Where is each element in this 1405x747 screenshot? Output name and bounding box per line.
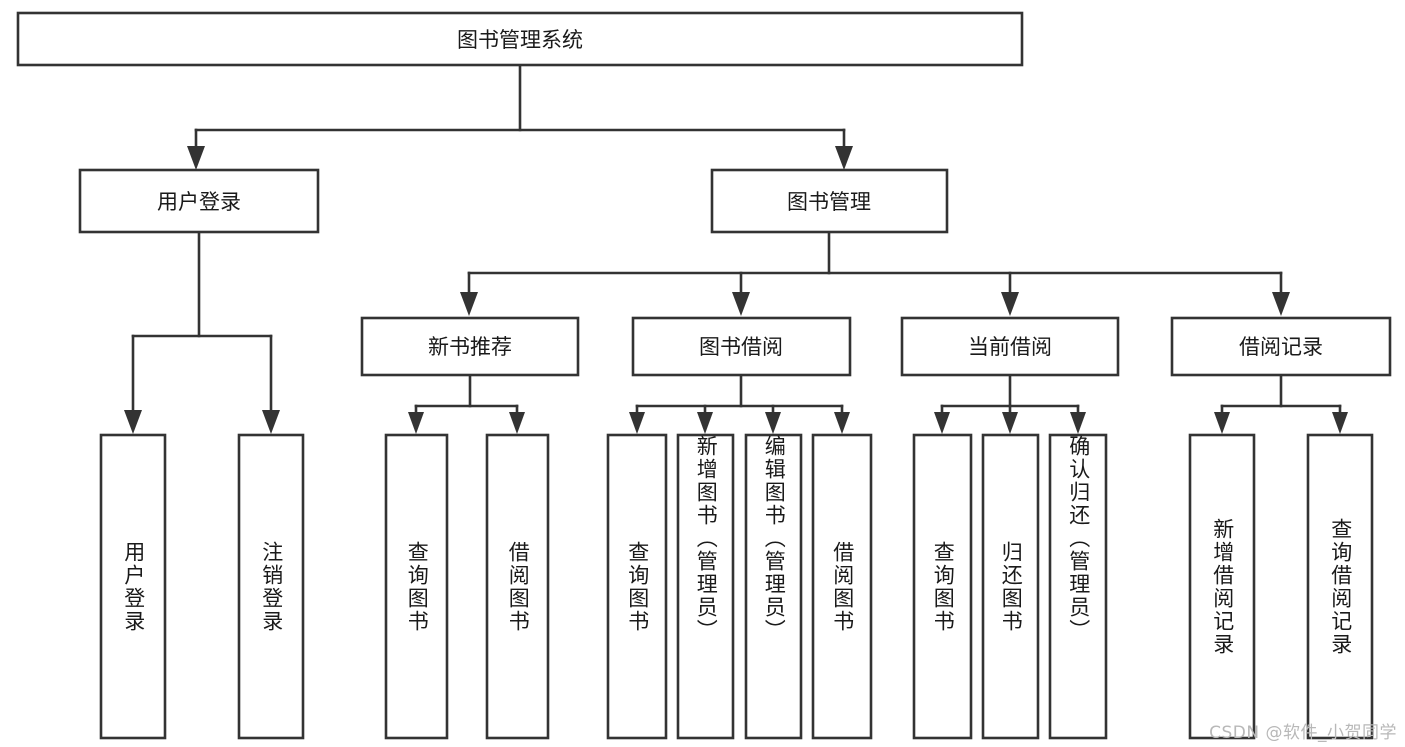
node-book-management[interactable]: 图书管理 [710, 168, 949, 234]
node-root-system[interactable]: 图书管理系统 [16, 11, 1024, 67]
edge-current-to-leaves [934, 373, 1086, 434]
node-new-book-recommend[interactable]: 新书推荐 [360, 316, 580, 377]
node-borrow-record[interactable]: 借阅记录 [1170, 316, 1392, 377]
node-book-management-label: 图书管理 [787, 190, 871, 214]
arrow-head-icon [697, 412, 713, 434]
leaf-box-query-book-3[interactable] [912, 433, 973, 740]
arrow-head-icon [408, 412, 424, 434]
leaf-box-add-book[interactable] [676, 433, 735, 740]
arrow-head-icon [834, 412, 850, 434]
leaf-box-logout[interactable] [237, 433, 305, 740]
arrow-head-icon [1272, 292, 1290, 316]
arrow-head-icon [262, 410, 280, 434]
node-new-book-recommend-label: 新书推荐 [428, 335, 512, 359]
leaf-box-edit-book[interactable] [744, 433, 803, 740]
node-root-label: 图书管理系统 [457, 28, 583, 52]
arrow-head-icon [187, 146, 205, 170]
leaf-box-query-record[interactable] [1306, 433, 1374, 740]
arrow-head-icon [124, 410, 142, 434]
edge-userlogin-to-leaves [124, 230, 280, 434]
arrow-head-icon [1214, 412, 1230, 434]
leaf-box-borrow-book-2[interactable] [811, 433, 873, 740]
node-book-borrow-label: 图书借阅 [699, 335, 783, 359]
leaf-box-borrow-book-1[interactable] [485, 433, 550, 740]
leaf-box-return-book[interactable] [981, 433, 1040, 740]
node-book-borrow[interactable]: 图书借阅 [631, 316, 852, 377]
leaf-box-query-book-2[interactable] [606, 433, 668, 740]
edge-newbook-to-leaves [408, 373, 525, 434]
edge-root-to-level2 [187, 63, 853, 170]
arrow-head-icon [934, 412, 950, 434]
leaf-box-confirm-return[interactable] [1048, 433, 1108, 740]
node-borrow-record-label: 借阅记录 [1239, 335, 1323, 359]
node-current-borrow[interactable]: 当前借阅 [900, 316, 1120, 377]
arrow-head-icon [460, 292, 478, 316]
arrow-head-icon [732, 292, 750, 316]
arrow-head-icon [835, 146, 853, 170]
edge-bookmgmt-to-level3 [460, 230, 1290, 316]
watermark-text: CSDN @软件_小贺同学 [1209, 723, 1397, 743]
node-user-login-label: 用户登录 [157, 190, 241, 214]
arrow-head-icon [629, 412, 645, 434]
edge-borrow-to-leaves [629, 373, 850, 434]
node-user-login[interactable]: 用户登录 [78, 168, 320, 234]
arrow-head-icon [765, 412, 781, 434]
arrow-head-icon [1002, 412, 1018, 434]
leaf-box-user-login[interactable] [99, 433, 167, 740]
edge-record-to-leaves [1214, 373, 1348, 434]
arrow-head-icon [509, 412, 525, 434]
arrow-head-icon [1001, 292, 1019, 316]
leaf-box-add-record[interactable] [1188, 433, 1256, 740]
leaf-box-query-book-1[interactable] [384, 433, 449, 740]
node-current-borrow-label: 当前借阅 [968, 335, 1052, 359]
arrow-head-icon [1332, 412, 1348, 434]
arrow-head-icon [1070, 412, 1086, 434]
